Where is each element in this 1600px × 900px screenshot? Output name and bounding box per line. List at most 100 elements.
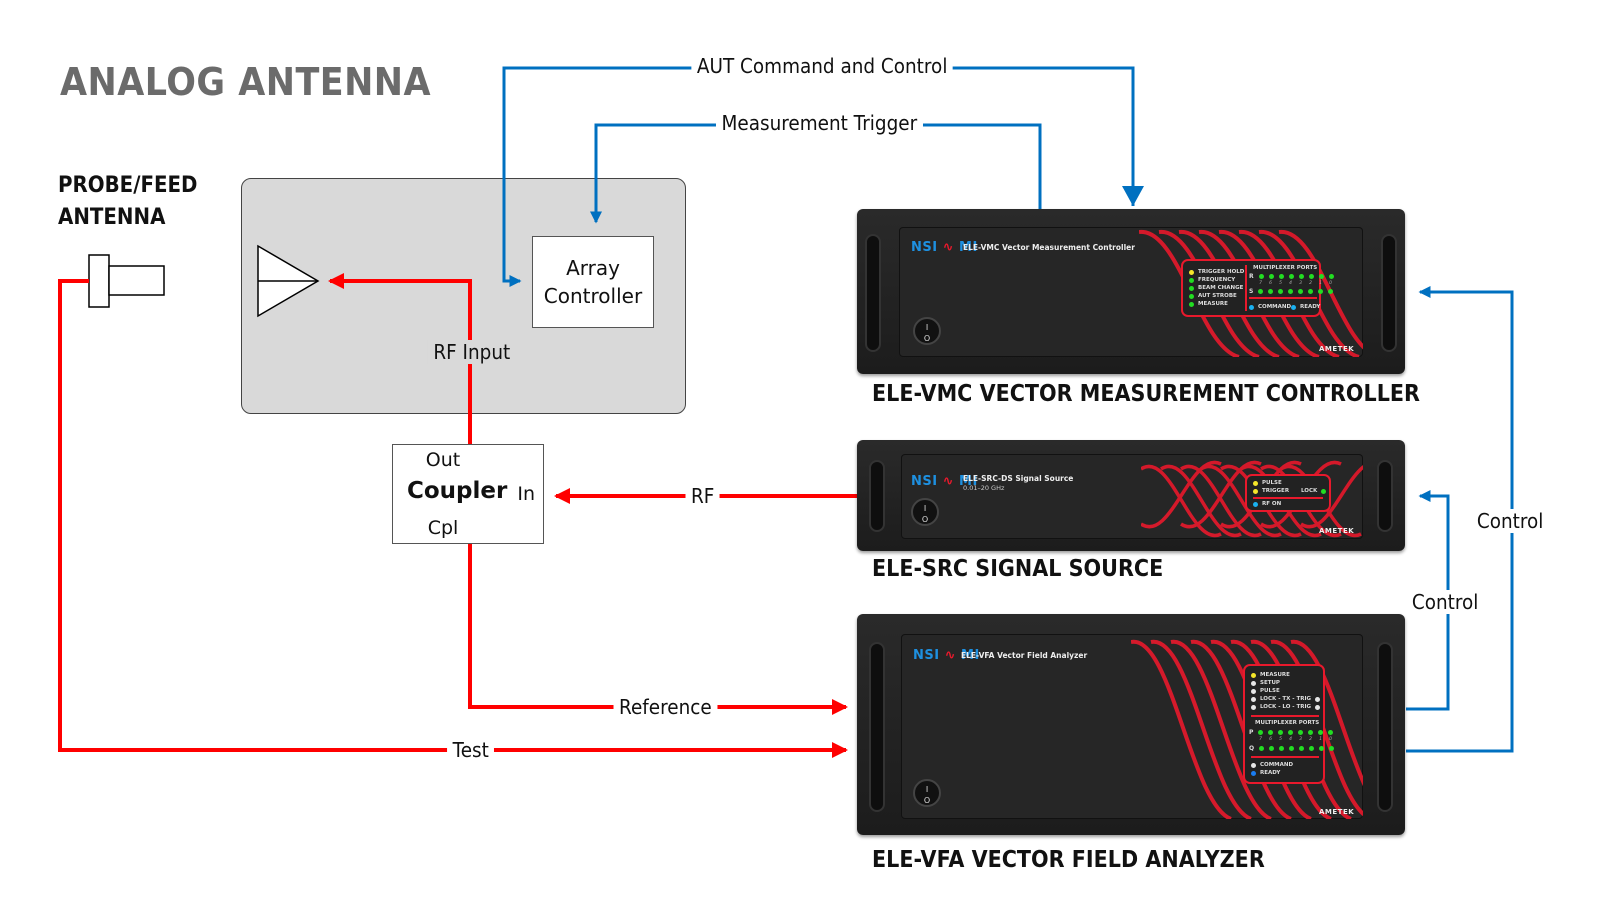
vfa-caption: ELE-VFA VECTOR FIELD ANALYZER <box>872 847 1265 873</box>
mux-row-label: P <box>1249 729 1254 736</box>
port-number: 0 <box>1329 281 1332 286</box>
src-right-handle <box>1377 460 1393 532</box>
diagram-title: ANALOG ANTENNA <box>60 60 432 104</box>
vmc-model-label: ELE-VMC Vector Measurement Controller <box>963 243 1135 252</box>
led-icon <box>1189 293 1194 299</box>
rf-input-line <box>328 273 472 444</box>
vmc-right-handle <box>1381 234 1397 352</box>
port-number: 5 <box>1279 281 1282 286</box>
vfa-panel-separator-2 <box>1251 756 1319 758</box>
port-led-icon <box>1289 746 1295 751</box>
port-led-icon <box>1278 274 1284 279</box>
port-number: 5 <box>1279 737 1282 742</box>
vmc-led-measure: MEASURE <box>1189 301 1228 307</box>
vmc-panel-separator <box>1249 297 1317 299</box>
vmc-led-frequency: FREQUENCY <box>1189 277 1235 283</box>
src-front-panel: NSI ∿ MI ELE-SRC-DS Signal Source 0.01–2… <box>901 454 1363 539</box>
vmc-logo-wave-icon: ∿ <box>937 240 960 255</box>
led-label: PULSE <box>1262 480 1282 486</box>
led-icon <box>1315 704 1321 710</box>
src-led-lock: LOCK <box>1301 488 1327 494</box>
vfa-right-handle <box>1377 642 1393 812</box>
port-number: 1 <box>1319 281 1322 286</box>
port-number: 0 <box>1329 737 1332 742</box>
port-number: 3 <box>1299 281 1302 286</box>
led-icon <box>1321 488 1327 494</box>
mux-row-label: R <box>1249 273 1254 280</box>
coupler-out-port-label: Out <box>425 449 461 471</box>
reference-label: Reference <box>613 695 718 719</box>
vmc-mux-row-s: S <box>1249 288 1334 295</box>
port-led-icon <box>1309 746 1315 751</box>
led-label: LOCK - LO - TRIG <box>1260 704 1312 710</box>
vfa-led-setup: SETUP <box>1251 680 1280 686</box>
aut-command-label: AUT Command and Control <box>691 54 953 78</box>
src-logo-wave-icon: ∿ <box>937 474 960 489</box>
led-label: FREQUENCY <box>1198 277 1236 283</box>
vfa-model-label: ELE-VFA Vector Field Analyzer <box>961 651 1088 660</box>
port-led-icon <box>1268 730 1274 735</box>
src-status-panel: PULSE TRIGGER LOCK RF ON <box>1245 474 1331 512</box>
vfa-instrument: NSI ∿ MI ELE-VFA Vector Field Analyzer I… <box>857 614 1405 835</box>
src-logo-mi: MI <box>959 474 978 489</box>
port-led-icon <box>1278 289 1284 294</box>
array-controller-box: Array Controller <box>532 236 654 328</box>
port-led-icon <box>1268 289 1274 294</box>
port-number: 7 <box>1259 737 1262 742</box>
vfa-left-handle <box>869 642 885 812</box>
vmc-power-off-glyph: O <box>923 334 931 343</box>
rf-input-label: RF Input <box>427 340 516 364</box>
led-icon <box>1251 688 1256 694</box>
vfa-logo-wave-icon: ∿ <box>939 648 962 663</box>
led-label: BEAM CHANGE <box>1198 285 1244 291</box>
led-label: READY <box>1260 770 1281 776</box>
led-label: PULSE <box>1260 688 1280 694</box>
port-number: 6 <box>1269 737 1272 742</box>
port-led-icon <box>1298 289 1304 294</box>
port-led-icon <box>1258 730 1264 735</box>
control-vmc-label: Control <box>1471 509 1549 533</box>
src-logo: NSI ∿ MI <box>911 474 978 489</box>
port-number: 6 <box>1269 281 1272 286</box>
src-power-off-glyph: O <box>921 515 929 524</box>
led-icon <box>1189 301 1194 307</box>
led-icon <box>1253 488 1258 494</box>
led-icon <box>1189 277 1194 283</box>
coupler-in-port-label: In <box>517 483 535 505</box>
led-icon <box>1253 480 1258 486</box>
port-led-icon <box>1288 274 1294 279</box>
vfa-status-panel: MEASURE SETUP PULSE LOCK - TX - TRIG LOC… <box>1243 664 1335 784</box>
led-label: RF ON <box>1262 501 1282 507</box>
vfa-panel-separator-1 <box>1251 715 1319 717</box>
port-number: 3 <box>1299 737 1302 742</box>
src-led-pulse: PULSE <box>1253 480 1282 486</box>
probe-feed-antenna-label: PROBE/FEED ANTENNA <box>58 170 197 234</box>
led-icon <box>1251 680 1256 686</box>
vmc-logo: NSI ∿ MI <box>911 240 978 255</box>
vmc-instrument: NSI ∿ MI ELE-VMC Vector Measurement Cont… <box>857 209 1405 374</box>
port-led-icon <box>1259 746 1265 751</box>
port-led-icon <box>1278 730 1284 735</box>
port-led-icon <box>1328 730 1334 735</box>
vfa-ametek-brand: AMETEK <box>1319 808 1355 816</box>
led-icon <box>1189 285 1194 291</box>
vfa-led-lock-lo-trig: LOCK - LO - TRIG <box>1251 704 1321 710</box>
measurement-trigger-label: Measurement Trigger <box>715 111 923 135</box>
port-led-icon <box>1269 746 1275 751</box>
led-icon <box>1253 501 1258 507</box>
vfa-logo-nsi: NSI <box>913 648 940 663</box>
led-icon <box>1251 696 1256 702</box>
coupler-cpl-port-label: Cpl <box>427 517 459 539</box>
mux-row-label: Q <box>1249 745 1255 752</box>
port-led-icon <box>1318 730 1324 735</box>
vmc-led-beam-change: BEAM CHANGE <box>1189 285 1243 291</box>
vfa-power-on-glyph: I <box>925 785 929 794</box>
vmc-ametek-brand: AMETEK <box>1319 345 1355 353</box>
src-panel-separator <box>1253 497 1323 499</box>
reference-line <box>468 544 848 715</box>
vmc-led-command: COMMAND <box>1249 304 1291 310</box>
